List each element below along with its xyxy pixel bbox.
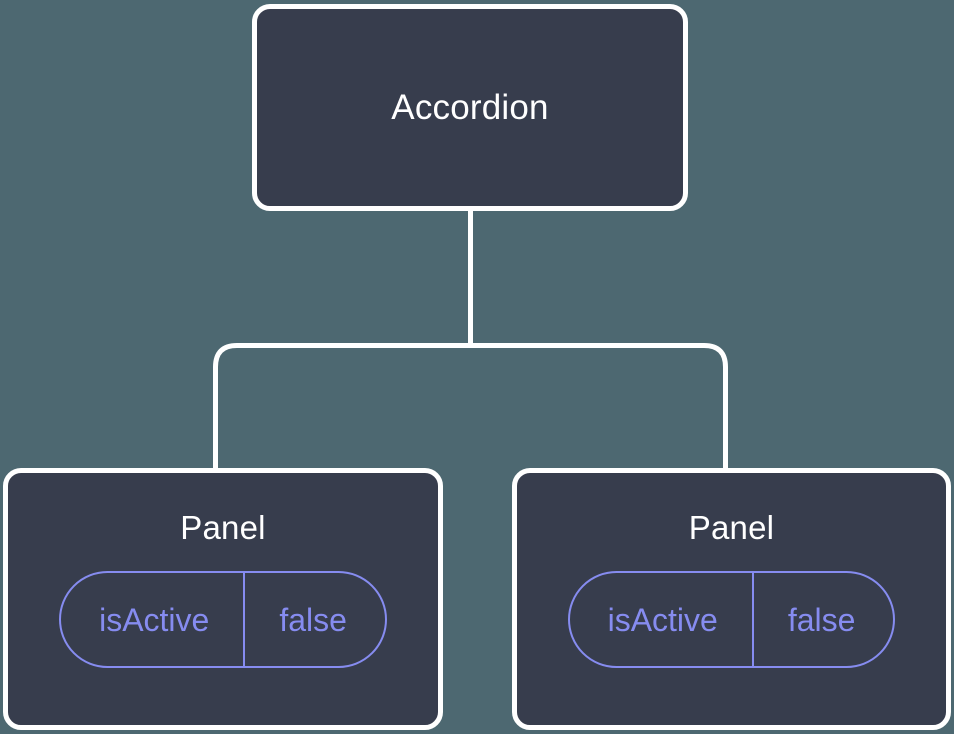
node-title: Panel <box>688 509 775 546</box>
tree-node-panel-2[interactable]: Panel isActive false <box>512 468 951 730</box>
prop-badge-isactive[interactable]: isActive false <box>59 571 387 668</box>
prop-badge-value: false <box>279 601 347 638</box>
node-title: Panel <box>180 509 266 546</box>
prop-badge-key: isActive <box>570 573 754 666</box>
node-title: Accordion <box>391 88 549 127</box>
prop-badge-value: false <box>787 601 856 638</box>
tree-node-panel-1[interactable]: Panel isActive false <box>3 468 443 730</box>
prop-badge-key: isActive <box>61 573 246 666</box>
prop-badge-isactive[interactable]: isActive false <box>567 571 896 668</box>
connector-to-child-1 <box>213 343 471 470</box>
connector-to-child-2 <box>470 343 728 470</box>
tree-node-accordion[interactable]: Accordion <box>252 4 688 211</box>
